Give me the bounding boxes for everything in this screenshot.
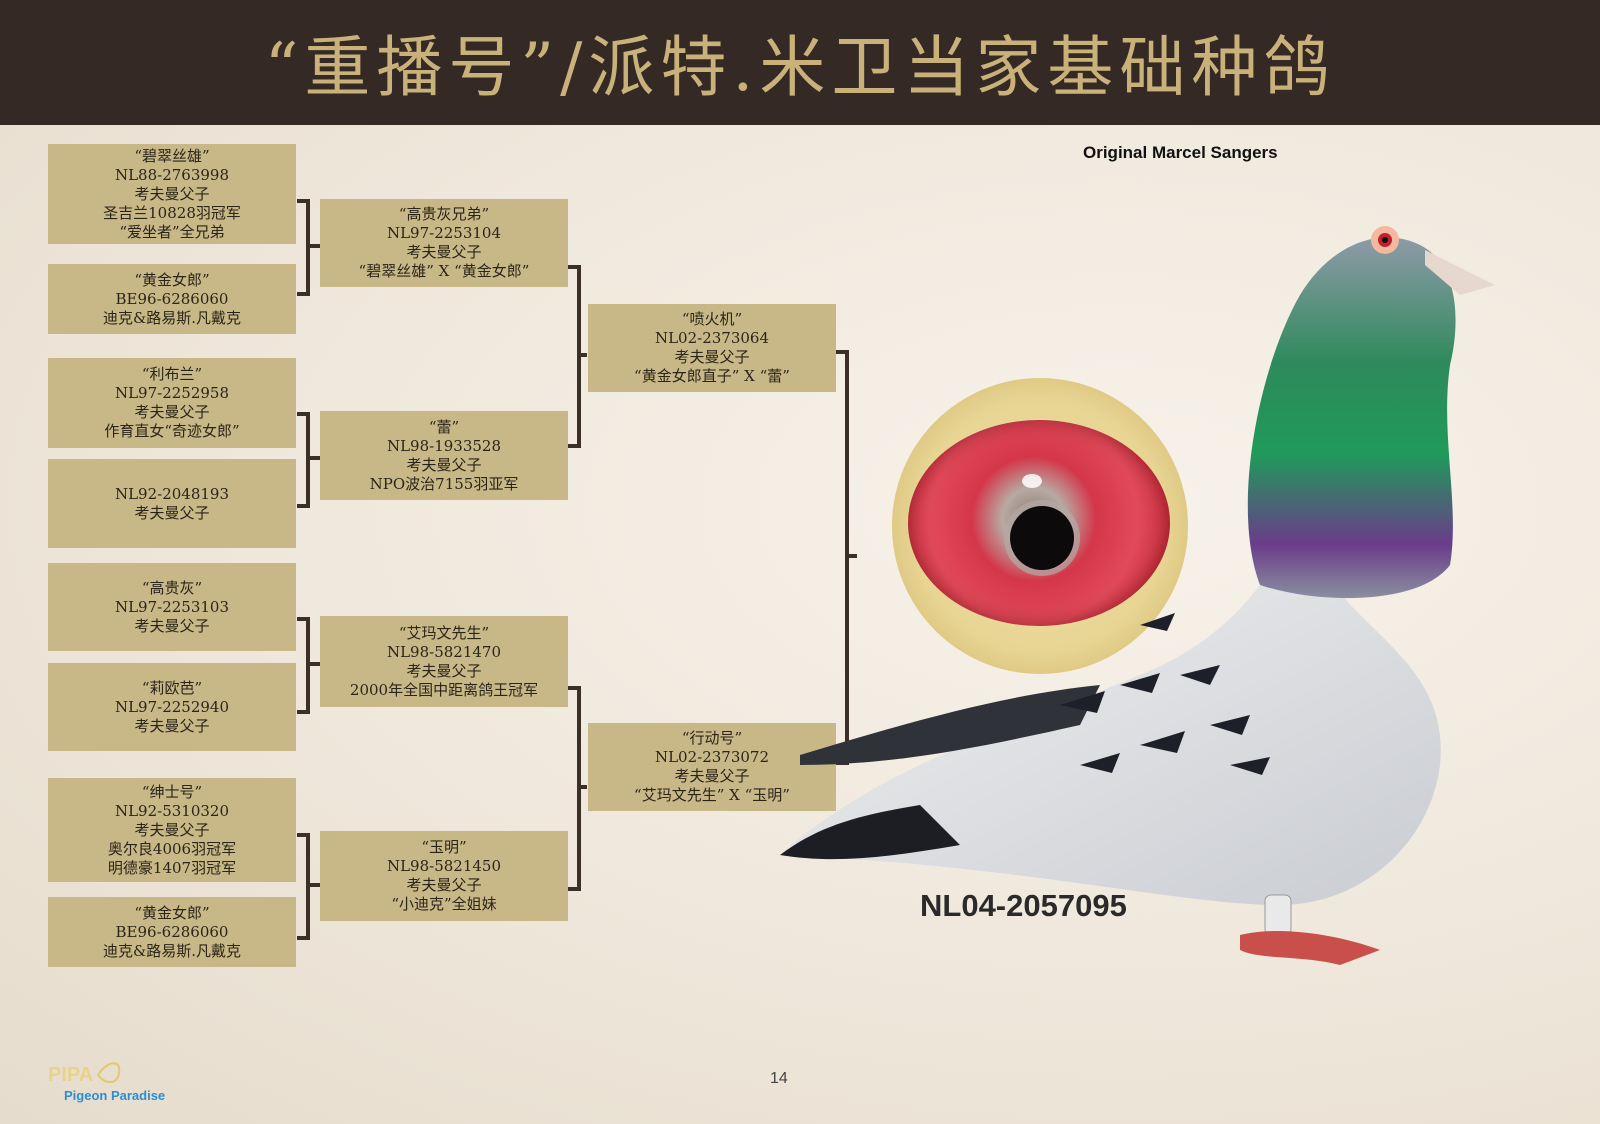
great-grandparent-5-line: NL97-2253103 (114, 597, 230, 616)
grandparent-1-line: “碧翠丝雄” X “黄金女郎” (358, 262, 530, 280)
grandparent-2-line: 考夫曼父子 (406, 455, 482, 474)
grandparent-2-line: “蕾” (428, 417, 460, 436)
pedigree-connector-stub (577, 784, 587, 789)
great-grandparent-3-line: “利布兰” (141, 365, 203, 383)
great-grandparent-2-line: “黄金女郎” (134, 270, 210, 289)
ring-number: NL04-2057095 (920, 888, 1127, 923)
source-label: Original Marcel Sangers (1083, 143, 1278, 162)
great-grandparent-1-line: 考夫曼父子 (134, 184, 210, 203)
grandparent-3-line: 2000年全国中距离鸽王冠军 (349, 680, 539, 699)
great-grandparent-8-line: BE96-6286060 (115, 922, 229, 941)
grandparent-2-line: NL98-1933528 (386, 436, 502, 455)
dam-box-line: NL02-2373072 (654, 748, 770, 766)
great-grandparent-5-line: 考夫曼父子 (134, 616, 210, 635)
great-grandparent-1-line: 圣吉兰10828羽冠军 (103, 203, 241, 222)
grandparent-1-line: NL97-2253104 (386, 224, 502, 242)
pedigree-connector-stub (306, 243, 320, 248)
sire-box-line: “黄金女郎直子” X “蕾” (634, 367, 790, 385)
pedigree-connector (297, 833, 310, 940)
pedigree-connector (297, 199, 310, 296)
pigeon-paradise-logo: PIPA (48, 1062, 121, 1086)
pedigree-connector (568, 686, 581, 891)
grandparent-2-line: NPO波治7155羽亚军 (369, 474, 519, 493)
pedigree-connector-stub (845, 553, 857, 558)
grandparent-4-line: 考夫曼父子 (406, 876, 482, 894)
sire-box-line: 考夫曼父子 (674, 348, 750, 366)
great-grandparent-2-line: BE96-6286060 (115, 289, 229, 308)
pigeon-photo (780, 226, 1495, 965)
eye-pupil (1010, 506, 1074, 570)
great-grandparent-6-line: NL97-2252940 (114, 697, 230, 716)
page-number: 14 (770, 1070, 788, 1087)
grandparent-3-line: “艾玛文先生” (398, 623, 490, 642)
pedigree-connector (568, 265, 581, 448)
great-grandparent-8-line: 迪克&路易斯.凡戴克 (102, 941, 242, 960)
grandparent-1-line: “高贵灰兄弟” (398, 205, 490, 223)
pedigree-connector (297, 617, 310, 714)
great-grandparent-3-line: 考夫曼父子 (134, 403, 210, 421)
great-grandparent-3-line: NL97-2252958 (114, 384, 230, 402)
great-grandparent-3-line: 作育直女“奇迹女郎” (104, 422, 240, 440)
great-grandparent-8-line: “黄金女郎” (134, 903, 210, 922)
grandparent-4-line: “小迪克”全姐妹 (391, 895, 497, 913)
great-grandparent-7-line: 考夫曼父子 (134, 820, 210, 839)
svg-text:PIPA: PIPA (48, 1064, 93, 1086)
great-grandparent-4-line: NL92-2048193 (114, 484, 230, 503)
logo-text: Pigeon Paradise (64, 1088, 166, 1103)
pedigree-connector-stub (306, 661, 320, 666)
page-title: “重播号”/派特.米卫当家基础种鸽 (264, 29, 1336, 106)
great-grandparent-7-line: “绅士号” (141, 782, 203, 801)
sire-box-line: “喷火机” (681, 310, 743, 328)
great-grandparent-7-line: 明德豪1407羽冠军 (107, 858, 237, 877)
great-grandparent-1-line: NL88-2763998 (114, 165, 230, 184)
pedigree-connector-stub (306, 882, 320, 887)
grandparent-3-line: 考夫曼父子 (406, 661, 482, 680)
great-grandparent-6-line: 考夫曼父子 (134, 716, 210, 735)
grandparent-3-line: NL98-5821470 (386, 642, 502, 661)
eye-photo (892, 378, 1188, 674)
great-grandparent-4-line: 考夫曼父子 (134, 503, 210, 522)
grandparent-4-line: NL98-5821450 (386, 857, 502, 875)
grandparent-4-line: “玉明” (421, 838, 467, 856)
great-grandparent-2-line: 迪克&路易斯.凡戴克 (102, 308, 242, 327)
great-grandparent-7-line: 奥尔良4006羽冠军 (107, 839, 237, 858)
page-header: “重播号”/派特.米卫当家基础种鸽 (0, 0, 1600, 125)
great-grandparent-1-line: “爱坐者”全兄弟 (119, 222, 225, 241)
eye-glint (1022, 474, 1042, 488)
pedigree-connector-stub (306, 456, 320, 460)
pedigree-connector-stub (577, 352, 587, 357)
dam-box-line: 考夫曼父子 (674, 767, 750, 785)
sire-box-line: NL02-2373064 (654, 329, 770, 347)
great-grandparent-1-line: “碧翠丝雄” (134, 146, 210, 165)
great-grandparent-6-line: “莉欧芭” (141, 678, 203, 697)
great-grandparent-5-line: “高贵灰” (141, 578, 203, 597)
dam-box-line: “行动号” (681, 729, 743, 747)
grandparent-1-line: 考夫曼父子 (406, 243, 482, 261)
dam-box-line: “艾玛文先生” X “玉明” (634, 786, 790, 804)
great-grandparent-7-line: NL92-5310320 (114, 801, 230, 820)
pedigree-connector (297, 412, 310, 508)
